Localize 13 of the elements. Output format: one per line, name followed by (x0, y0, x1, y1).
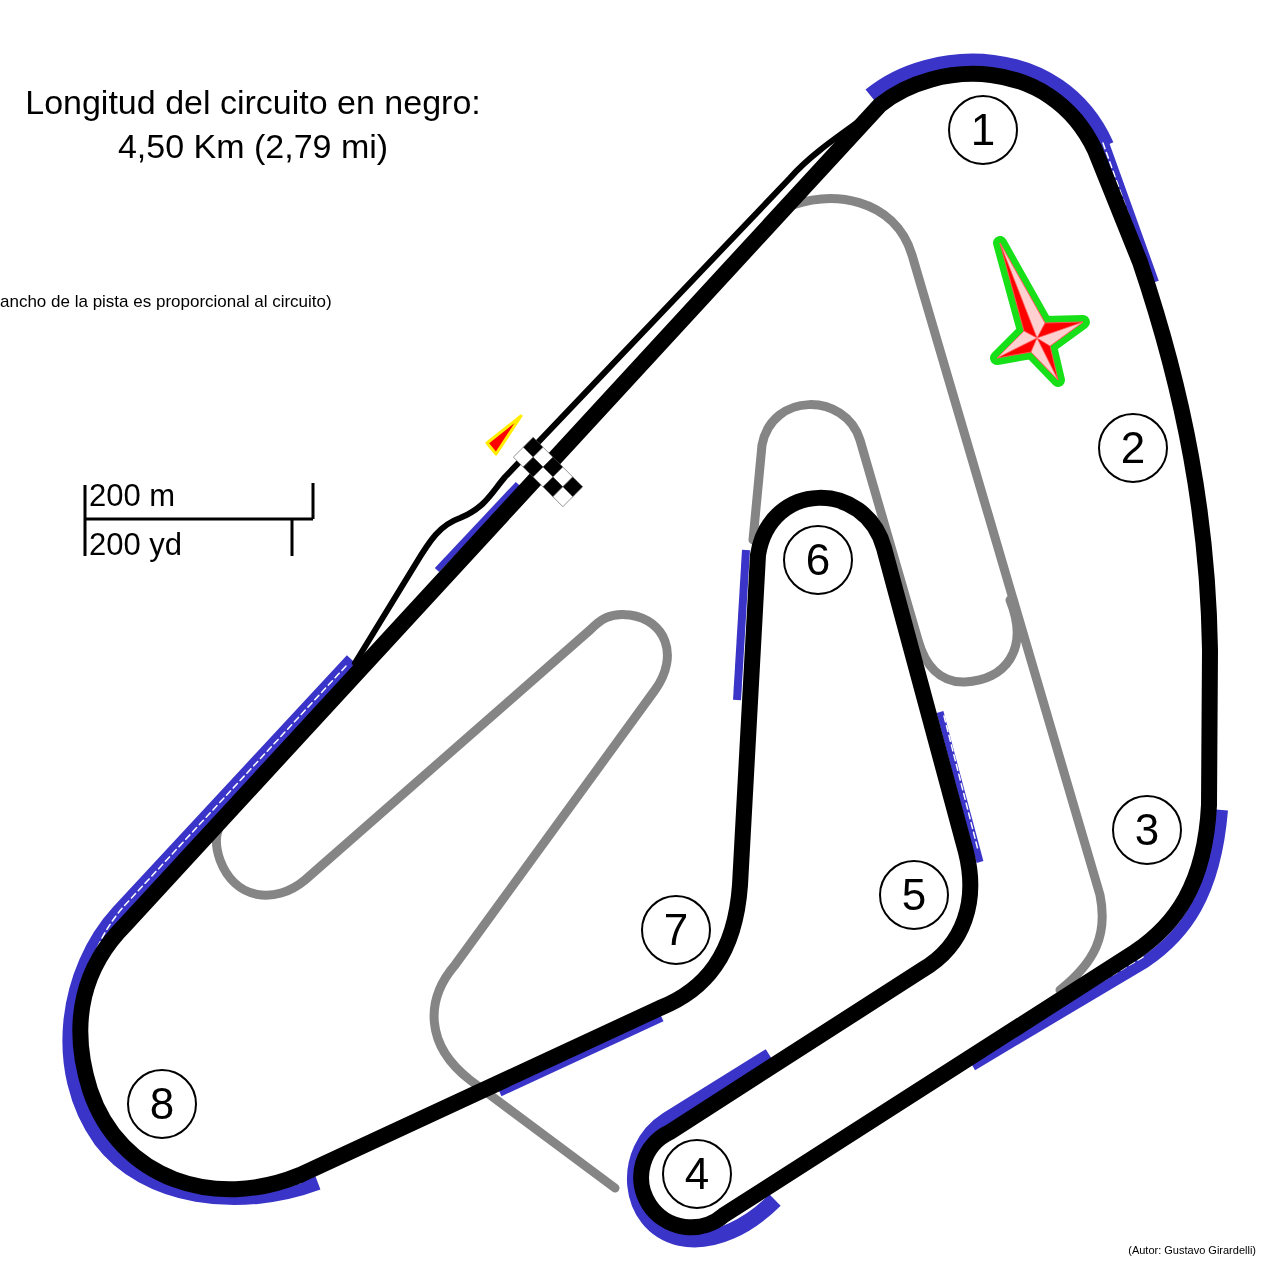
turn-number-circle: 3 (1112, 795, 1182, 865)
turn-number-circle: 2 (1098, 413, 1168, 483)
turn-number-circle: 5 (879, 860, 949, 930)
title: Longitud del circuito en negro: 4,50 Km (2,79 mi) (24, 82, 482, 168)
turn-number-circle: 7 (641, 895, 711, 965)
note-text: ancho de la pista es proporcional al circuito) (0, 292, 332, 312)
credit-text: (Autor: Gustavo Girardelli) (1128, 1244, 1256, 1257)
scale-label: 200 m (89, 478, 176, 514)
turn-number-circle: 1 (948, 95, 1018, 165)
turn-number-circle: 6 (783, 525, 853, 595)
turn-number-circle: 4 (662, 1139, 732, 1209)
turn-number-circle: 8 (127, 1069, 197, 1139)
scale-label: 200 yd (89, 527, 183, 563)
